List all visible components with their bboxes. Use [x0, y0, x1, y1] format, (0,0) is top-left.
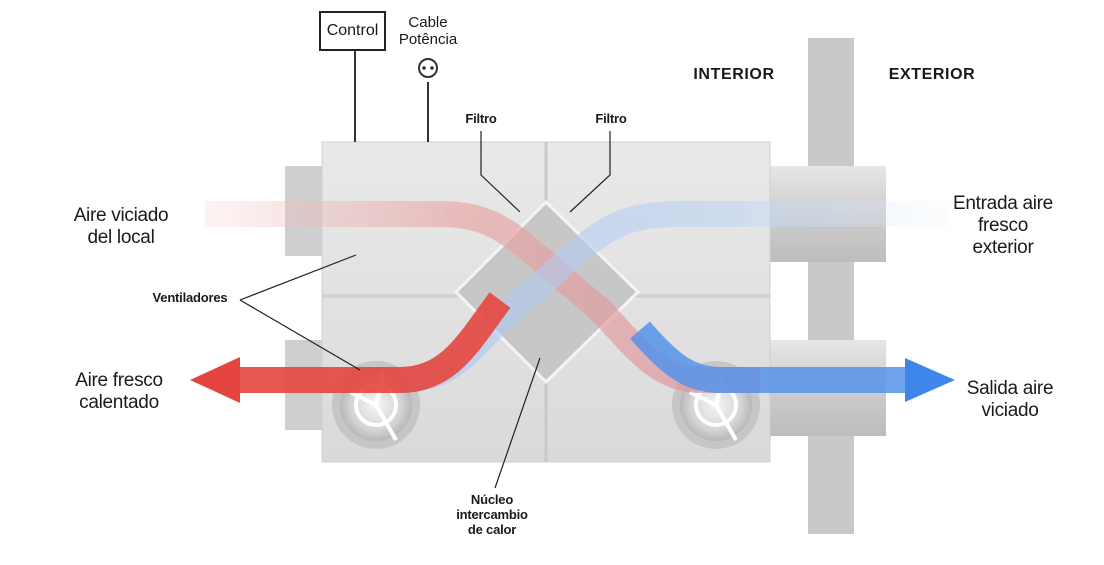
control-label: Control [326, 22, 379, 39]
leader-filter-right [569, 131, 611, 213]
exterior-wall [808, 38, 854, 534]
exhaust-out-label: Salida aire viciado [966, 378, 1054, 421]
extract-in-label: Aire viciado del local [73, 205, 169, 248]
cable-label: Cable Potência [398, 14, 458, 49]
filter-label-left: Filtro [465, 111, 497, 126]
exhaust-out-arrow [630, 321, 955, 402]
outdoor-in-label: Entrada aire fresco exterior [953, 193, 1053, 258]
fans-label: Ventiladores [152, 290, 228, 305]
plug-icon [418, 58, 438, 78]
leader-core [494, 357, 541, 489]
leader-filter-left [480, 131, 521, 213]
exterior-heading: EXTERIOR [888, 66, 976, 83]
supply-out-label: Aire fresco calentado [75, 370, 163, 413]
leader-fan-1 [239, 254, 357, 301]
control-box: Control [319, 11, 386, 51]
filter-label-right: Filtro [595, 111, 627, 126]
core-label: Núcleo intercambio de calor [456, 492, 528, 537]
supply-out-arrow [190, 292, 511, 403]
leader-fan-2 [239, 299, 361, 371]
interior-heading: INTERIOR [693, 66, 775, 83]
